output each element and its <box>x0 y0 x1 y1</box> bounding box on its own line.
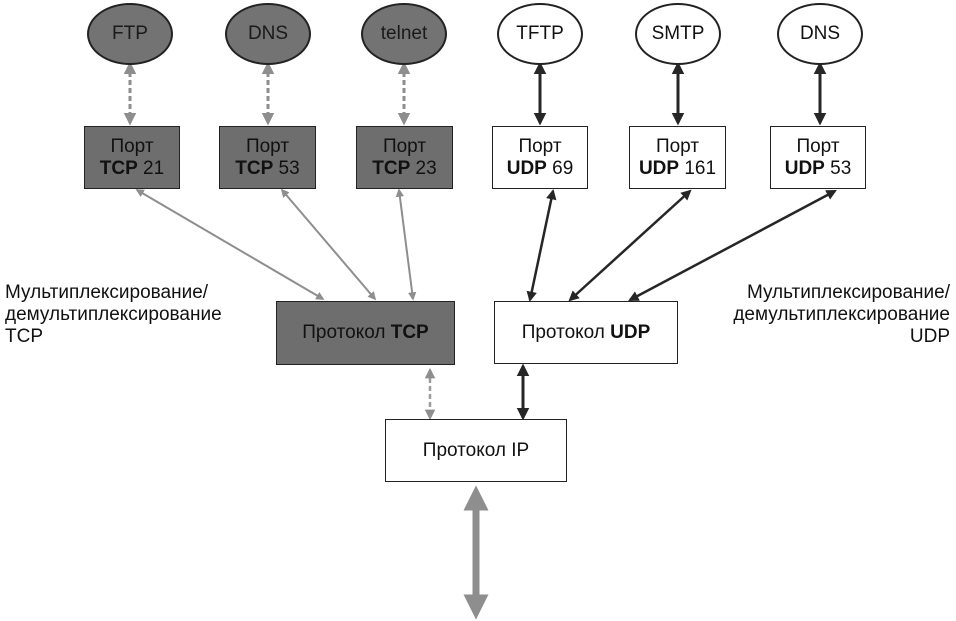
port-word: Порт <box>245 135 290 157</box>
port-number: 69 <box>546 157 574 179</box>
arrow-port23-tcp <box>395 188 417 301</box>
arrow-port53-tcp <box>280 188 377 301</box>
app-dns-udp: DNS <box>777 3 863 65</box>
app-dns-udp-label: DNS <box>799 23 841 44</box>
protocol-tcp-name: TCP <box>390 322 429 343</box>
label-line: TCP <box>5 326 43 347</box>
arrow-port69-udp <box>526 188 557 303</box>
protocol-ip: Протокол IP <box>385 419 567 482</box>
port-proto: UDP <box>506 157 547 179</box>
port-number: 161 <box>679 157 717 179</box>
app-dns-tcp-label: DNS <box>247 23 289 44</box>
port-number: 53 <box>824 157 852 179</box>
protocol-tcp-prefix: Протокол <box>302 322 391 343</box>
port-proto: UDP <box>784 157 825 179</box>
port-word: Порт <box>110 135 154 157</box>
label-line: Мультиплексирование/ <box>5 282 209 303</box>
port-tcp-23: Порт TCP 23 <box>356 126 453 189</box>
protocol-udp: Протокол UDP <box>494 301 678 364</box>
protocol-udp-name: UDP <box>610 321 651 343</box>
app-smtp-label: SMTP <box>651 23 705 44</box>
arrow-port53udp-udp <box>628 189 837 302</box>
port-number: 23 <box>410 157 437 179</box>
port-word: Порт <box>382 135 427 157</box>
app-tftp-label: TFTP <box>516 23 564 44</box>
port-tcp-21: Порт TCP 21 <box>84 126 180 189</box>
port-udp-53: Порт UDP 53 <box>770 126 866 189</box>
port-word: Порт <box>655 135 700 157</box>
app-ftp-label: FTP <box>112 23 148 44</box>
port-proto: TCP <box>235 157 274 179</box>
port-udp-69: Порт UDP 69 <box>492 126 588 189</box>
label-line: UDP <box>909 326 950 347</box>
app-telnet: telnet <box>361 3 447 65</box>
port-number: 53 <box>273 157 300 179</box>
app-dns-tcp: DNS <box>225 3 311 65</box>
app-telnet-label: telnet <box>380 23 428 44</box>
label-line: Мультиплексирование/ <box>746 282 950 303</box>
arrow-port161-udp <box>568 189 692 302</box>
port-proto: UDP <box>638 157 680 179</box>
port-tcp-53: Порт TCP 53 <box>219 126 316 189</box>
protocol-ip-label: Протокол IP <box>422 439 530 461</box>
protocol-tcp: Протокол TCP <box>276 301 455 365</box>
app-tftp: TFTP <box>497 3 583 65</box>
port-udp-161: Порт UDP 161 <box>629 126 726 189</box>
label-line: демультиплексирование <box>5 304 222 325</box>
app-ftp: FTP <box>87 3 173 65</box>
port-word: Порт <box>796 135 840 157</box>
port-proto: TCP <box>99 157 138 179</box>
port-word: Порт <box>518 135 562 157</box>
label-udp-multiplexing: Мультиплексирование/ демультиплексирован… <box>733 282 950 348</box>
app-smtp: SMTP <box>635 3 721 65</box>
port-proto: TCP <box>372 157 411 179</box>
port-number: 21 <box>137 157 165 179</box>
label-line: демультиплексирование <box>733 304 950 325</box>
protocol-udp-prefix: Протокол <box>521 321 611 343</box>
label-tcp-multiplexing: Мультиплексирование/ демультиплексирован… <box>5 282 222 348</box>
